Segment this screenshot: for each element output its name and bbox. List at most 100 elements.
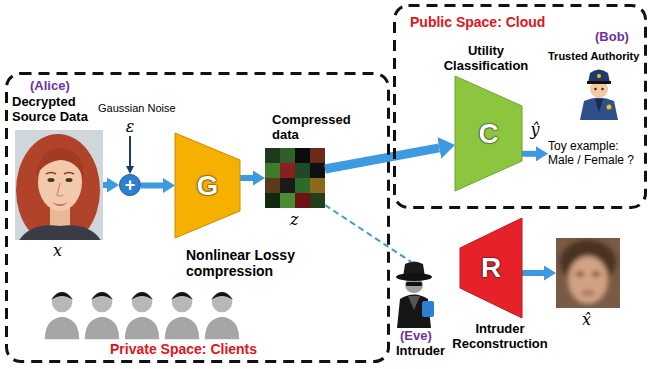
text-slot: +: [119, 174, 141, 196]
nose: [57, 183, 63, 196]
person-head: [51, 291, 73, 313]
person-hair: [211, 292, 233, 300]
output-text: Toy example: Male / Female ?: [548, 140, 640, 168]
text-slot: Utility Classification: [430, 44, 542, 74]
actor-role: Intruder: [396, 344, 445, 359]
hair: [16, 134, 100, 240]
text-slot: z: [290, 211, 298, 229]
tie: [595, 99, 603, 112]
flow-arrow: [240, 175, 253, 181]
badge: [607, 105, 612, 110]
person-body: [204, 316, 240, 340]
actor-role: Trusted Authority: [548, 50, 639, 63]
authority-icon: (Bob)Trusted Authority: [578, 68, 620, 120]
sunglasses: [406, 282, 422, 286]
mosaic-cell: [280, 178, 295, 193]
edge-label-slot: ŷ: [528, 121, 541, 139]
block-caption: Utility Classification: [430, 44, 542, 74]
generator-block: GNonlinear Lossy compression: [175, 133, 240, 238]
reconstructor-block: RIntruder Reconstruction: [460, 218, 522, 318]
text-slot: (Bob): [595, 30, 629, 45]
person-hair: [91, 292, 113, 300]
block-letter: G: [197, 172, 219, 200]
person-head: [211, 291, 233, 313]
actor-name: (Alice): [30, 79, 70, 94]
trapezoid-block: [455, 76, 522, 191]
block-letter: R: [481, 254, 501, 282]
eye: [576, 272, 584, 277]
math-symbol: z: [290, 211, 298, 229]
mosaic-cell: [280, 148, 295, 163]
eye: [594, 88, 596, 90]
client-people: [44, 291, 240, 340]
text-slot: Trusted Authority: [548, 50, 639, 63]
flow-arrow: [522, 270, 544, 276]
compressed-code: Compressed dataz: [265, 148, 325, 208]
mosaic-cell: [265, 178, 280, 193]
eye: [592, 272, 600, 277]
block-letter: C: [478, 120, 498, 148]
text-slot: Intruder Reconstruction: [448, 322, 552, 352]
output-symbol: ŷ: [528, 121, 541, 139]
public-space-region: Utility ClassificationC(Bob)Trusted Auth…: [393, 4, 647, 209]
region-title: Private Space: Clients: [110, 341, 257, 357]
math-symbol: x: [53, 242, 62, 260]
reconstructed-image: x̂: [556, 238, 620, 308]
trapezoid-block: [175, 133, 240, 238]
eyebrow: [46, 173, 56, 175]
text-slot: x: [53, 242, 62, 260]
person-body: [124, 316, 160, 340]
mosaic-cell: [295, 178, 310, 193]
sum-node: +: [119, 174, 141, 196]
noise-source: Gaussian Noiseε: [123, 118, 137, 136]
text-slot: Intruder: [396, 344, 445, 359]
dashed-leak-line: [325, 205, 411, 262]
mosaic-cell: [310, 193, 325, 208]
text-slot: Gaussian Noise: [98, 102, 176, 115]
person-head: [91, 291, 113, 313]
trapezoid-block: [460, 218, 522, 318]
person-hair: [171, 292, 193, 300]
text-slot: (Alice): [30, 79, 70, 94]
spy-icon: [396, 262, 434, 329]
fringe: [36, 148, 84, 178]
flow-arrow: [522, 151, 536, 157]
police-icon: [580, 70, 618, 121]
person-body: [84, 316, 120, 340]
actor-name: (Eve): [400, 329, 432, 344]
mosaic-cell: [295, 193, 310, 208]
mosaic-cell: [265, 193, 280, 208]
math-symbol: ε: [126, 118, 135, 136]
text-slot: Nonlinear Lossy compression: [186, 247, 306, 279]
text-slot: ε: [123, 118, 137, 136]
compressed-mosaic: [265, 148, 325, 208]
text-slot: R: [460, 218, 522, 318]
math-symbol: x̂: [582, 311, 591, 329]
mosaic-cell: [295, 148, 310, 163]
text-slot: Private Space: Clients: [110, 341, 257, 357]
flow-arrow: [325, 148, 439, 169]
region-title: Public Space: Cloud: [410, 14, 545, 30]
collar: [408, 296, 420, 310]
sum-circle: [120, 175, 141, 196]
photo-background: [556, 238, 620, 308]
classifier-block: Utility ClassificationC: [455, 76, 522, 191]
dashed-region-border: [7, 74, 389, 362]
block-caption: Nonlinear Lossy compression: [186, 247, 306, 279]
mosaic-cell: [280, 193, 295, 208]
private-space-region: (Alice)Decrypted Source DataxGaussian No…: [5, 72, 390, 363]
cap-badge: [597, 74, 601, 78]
block-caption: Intruder Reconstruction: [448, 322, 552, 352]
mosaic-cell: [265, 148, 280, 163]
eye: [66, 178, 73, 182]
actor-name: (Bob): [595, 30, 629, 45]
cap-visor: [587, 81, 611, 84]
face: [568, 256, 608, 304]
person-hair: [51, 292, 73, 300]
plus-sign: +: [125, 176, 136, 194]
reconstructed-face-photo: [556, 238, 620, 308]
person-body: [164, 316, 200, 340]
person-body: [44, 316, 80, 340]
